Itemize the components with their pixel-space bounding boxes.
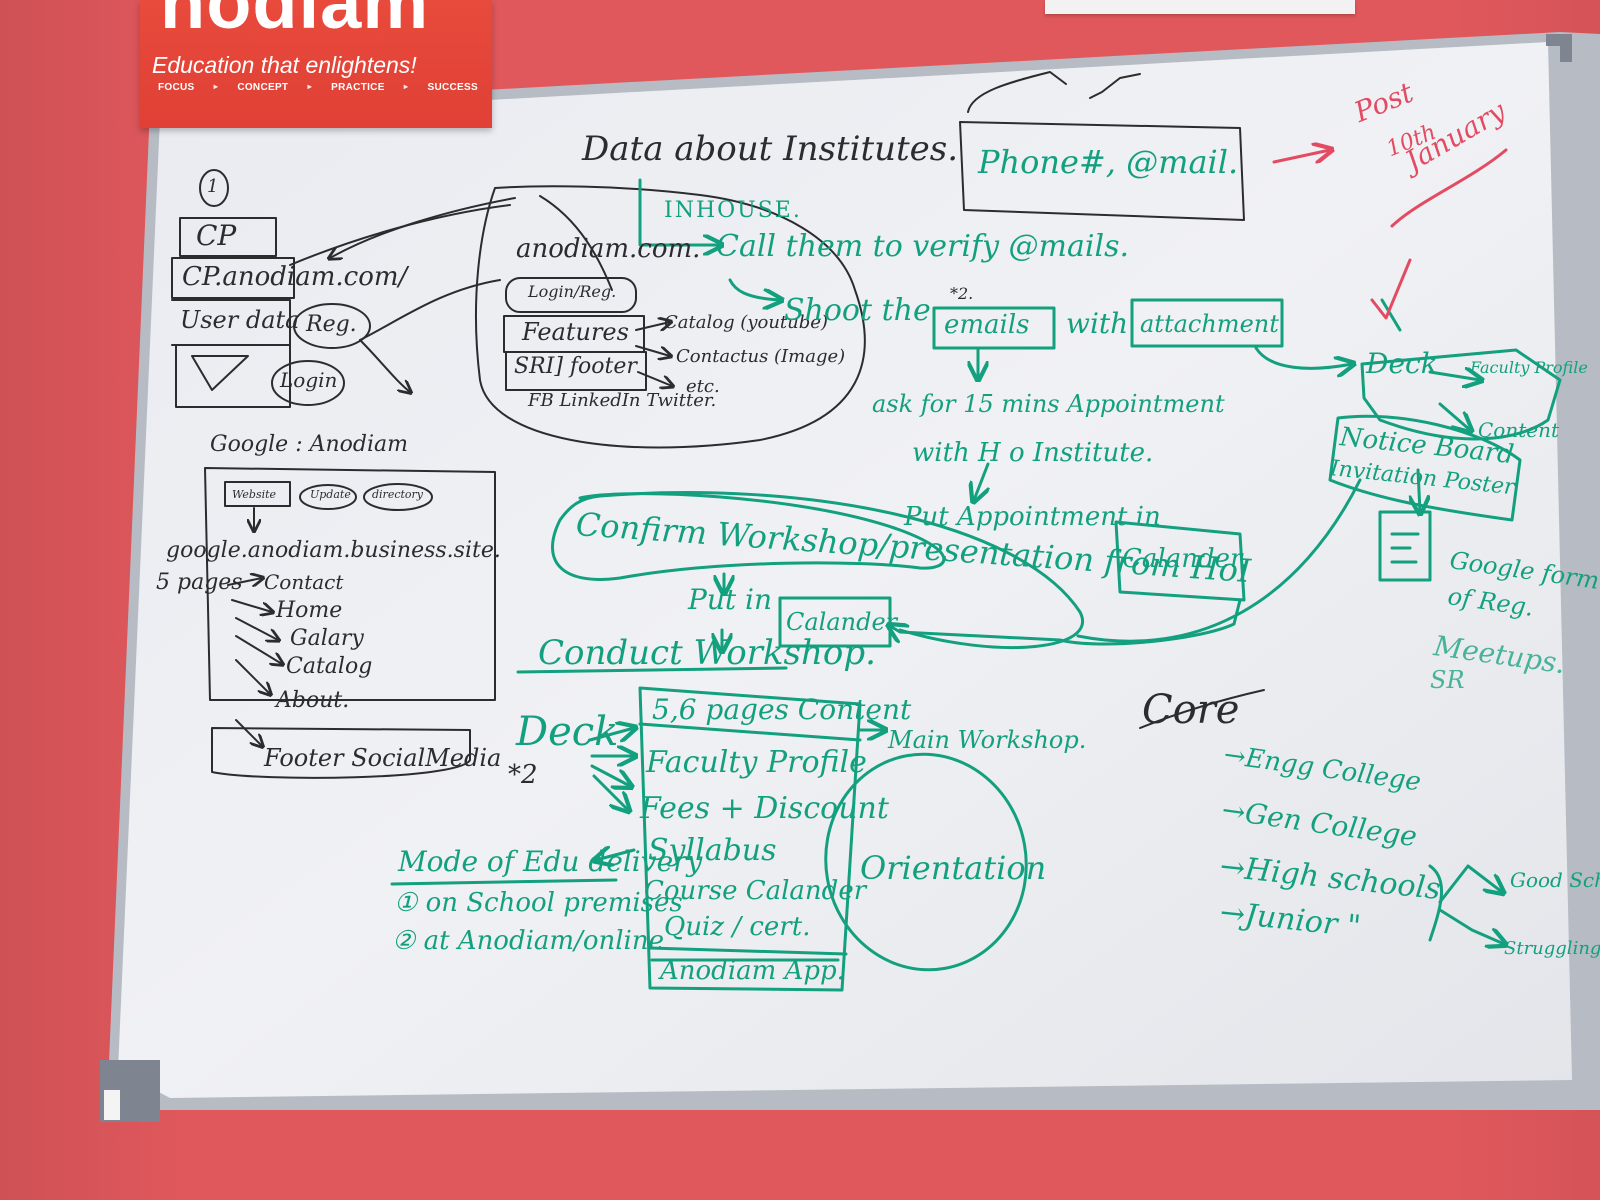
cp-label: CP	[196, 219, 237, 252]
core-outcome-good: Good Schools	[1510, 868, 1600, 892]
step-success: SUCCESS	[427, 82, 478, 93]
page-contact: Contact	[264, 570, 344, 594]
marker-clip	[104, 1090, 120, 1120]
google-site: google.anodiam.business.site.	[166, 538, 501, 563]
right-content: Content	[1478, 418, 1560, 442]
user-data: User data	[180, 306, 300, 334]
calendar: Calander.	[1122, 544, 1248, 574]
conduct-workshop: Conduct Workshop.	[538, 633, 876, 673]
frame-corner	[1546, 34, 1572, 62]
workshop-deck: Deck	[516, 709, 619, 755]
board-surface	[118, 42, 1572, 1098]
with: with	[1066, 307, 1129, 340]
calendar-box: Calander	[786, 608, 898, 636]
workshop-item-app: Anodiam App.	[660, 956, 845, 986]
contact-us: Contactus (Image)	[676, 346, 846, 367]
workshop-star: *2	[508, 760, 538, 790]
brand-steps: FOCUS ▸ CONCEPT ▸ PRACTICE ▸ SUCCESS	[158, 82, 478, 93]
workshop-item-content: 5,6 pages Content	[652, 693, 912, 726]
google-form-4: SR	[1430, 666, 1465, 694]
login-label: Login	[280, 368, 338, 392]
brand-tagline: Education that enlightens!	[152, 52, 417, 78]
etc: etc.	[686, 376, 720, 397]
step-focus: FOCUS	[158, 82, 195, 93]
appointment-line1: ask for 15 mins Appointment	[872, 390, 1225, 418]
delivery-option-1: ① on School premises	[394, 888, 683, 918]
footer-social: Footer SocialMedia	[264, 744, 502, 772]
workshop-item-fees: Fees + Discount	[640, 791, 889, 826]
workshop-item-calendar: Course Calander	[644, 876, 867, 906]
anodiam-domain: anodiam.com.	[516, 234, 701, 264]
reg-label: Reg.	[306, 312, 357, 337]
inhouse: INHOUSE.	[664, 198, 802, 223]
step-concept: CONCEPT	[237, 82, 289, 93]
catalog: Catalog (youtube)	[664, 312, 828, 333]
main-workshop: Main Workshop.	[888, 726, 1087, 754]
emails: emails	[944, 310, 1030, 340]
step-practice: PRACTICE	[331, 82, 385, 93]
page-number: 1	[207, 176, 219, 197]
chevron-right-icon: ▸	[213, 82, 219, 91]
features: Features	[522, 318, 629, 346]
appointment-line2: with H o Institute.	[912, 438, 1154, 468]
orientation: Orientation	[860, 849, 1047, 887]
social-links: FB LinkedIn Twitter.	[528, 390, 717, 411]
right-deck: Deck	[1366, 347, 1438, 380]
phone-email: Phone#, @mail.	[978, 143, 1239, 181]
pill-update: Update	[310, 488, 351, 501]
right-faculty: Faculty Profile	[1470, 358, 1588, 377]
anodiam-banner: nodiam Education that enlightens! FOCUS …	[140, 0, 492, 128]
cp-domain: CP.anodiam.com/	[182, 262, 408, 292]
footer: SRI] footer	[514, 354, 637, 379]
marker-note: *2.	[950, 284, 974, 303]
core-outcome-struggling: Struggling Schools	[1504, 938, 1600, 959]
chevron-right-icon: ▸	[307, 82, 312, 91]
put-in: Put in	[688, 583, 773, 616]
workshop-item-quiz: Quiz / cert.	[664, 912, 811, 942]
pages-label: 5 pages	[156, 570, 243, 595]
core-title: Core	[1142, 687, 1240, 733]
pill-directory: directory	[372, 488, 424, 501]
call-verify: Call them to verify @mails.	[716, 229, 1130, 264]
shoot-the: Shoot the	[784, 293, 931, 328]
workshop-item-faculty: Faculty Profile	[646, 745, 867, 780]
delivery-title: Mode of Edu delivery	[398, 845, 703, 878]
pill-website: Website	[232, 488, 277, 501]
workshop-item-syllabus: Syllabus	[648, 833, 777, 868]
chevron-right-icon: ▸	[403, 82, 409, 91]
page-galary: Galary	[290, 626, 364, 651]
login-reg: Login/Reg.	[528, 282, 617, 301]
brand-logo: nodiam	[160, 0, 430, 44]
page-catalog: Catalog	[286, 654, 373, 679]
delivery-option-2: ② at Anodiam/online	[392, 926, 664, 956]
google-title: Google : Anodiam	[210, 432, 408, 457]
page-home: Home	[276, 598, 343, 623]
paper-corner	[1045, 0, 1355, 14]
attachment: attachment	[1140, 310, 1279, 338]
put-appointment: Put Appointment in	[904, 502, 1161, 532]
heading: Data about Institutes.	[582, 129, 959, 169]
page-about: About.	[276, 688, 350, 713]
